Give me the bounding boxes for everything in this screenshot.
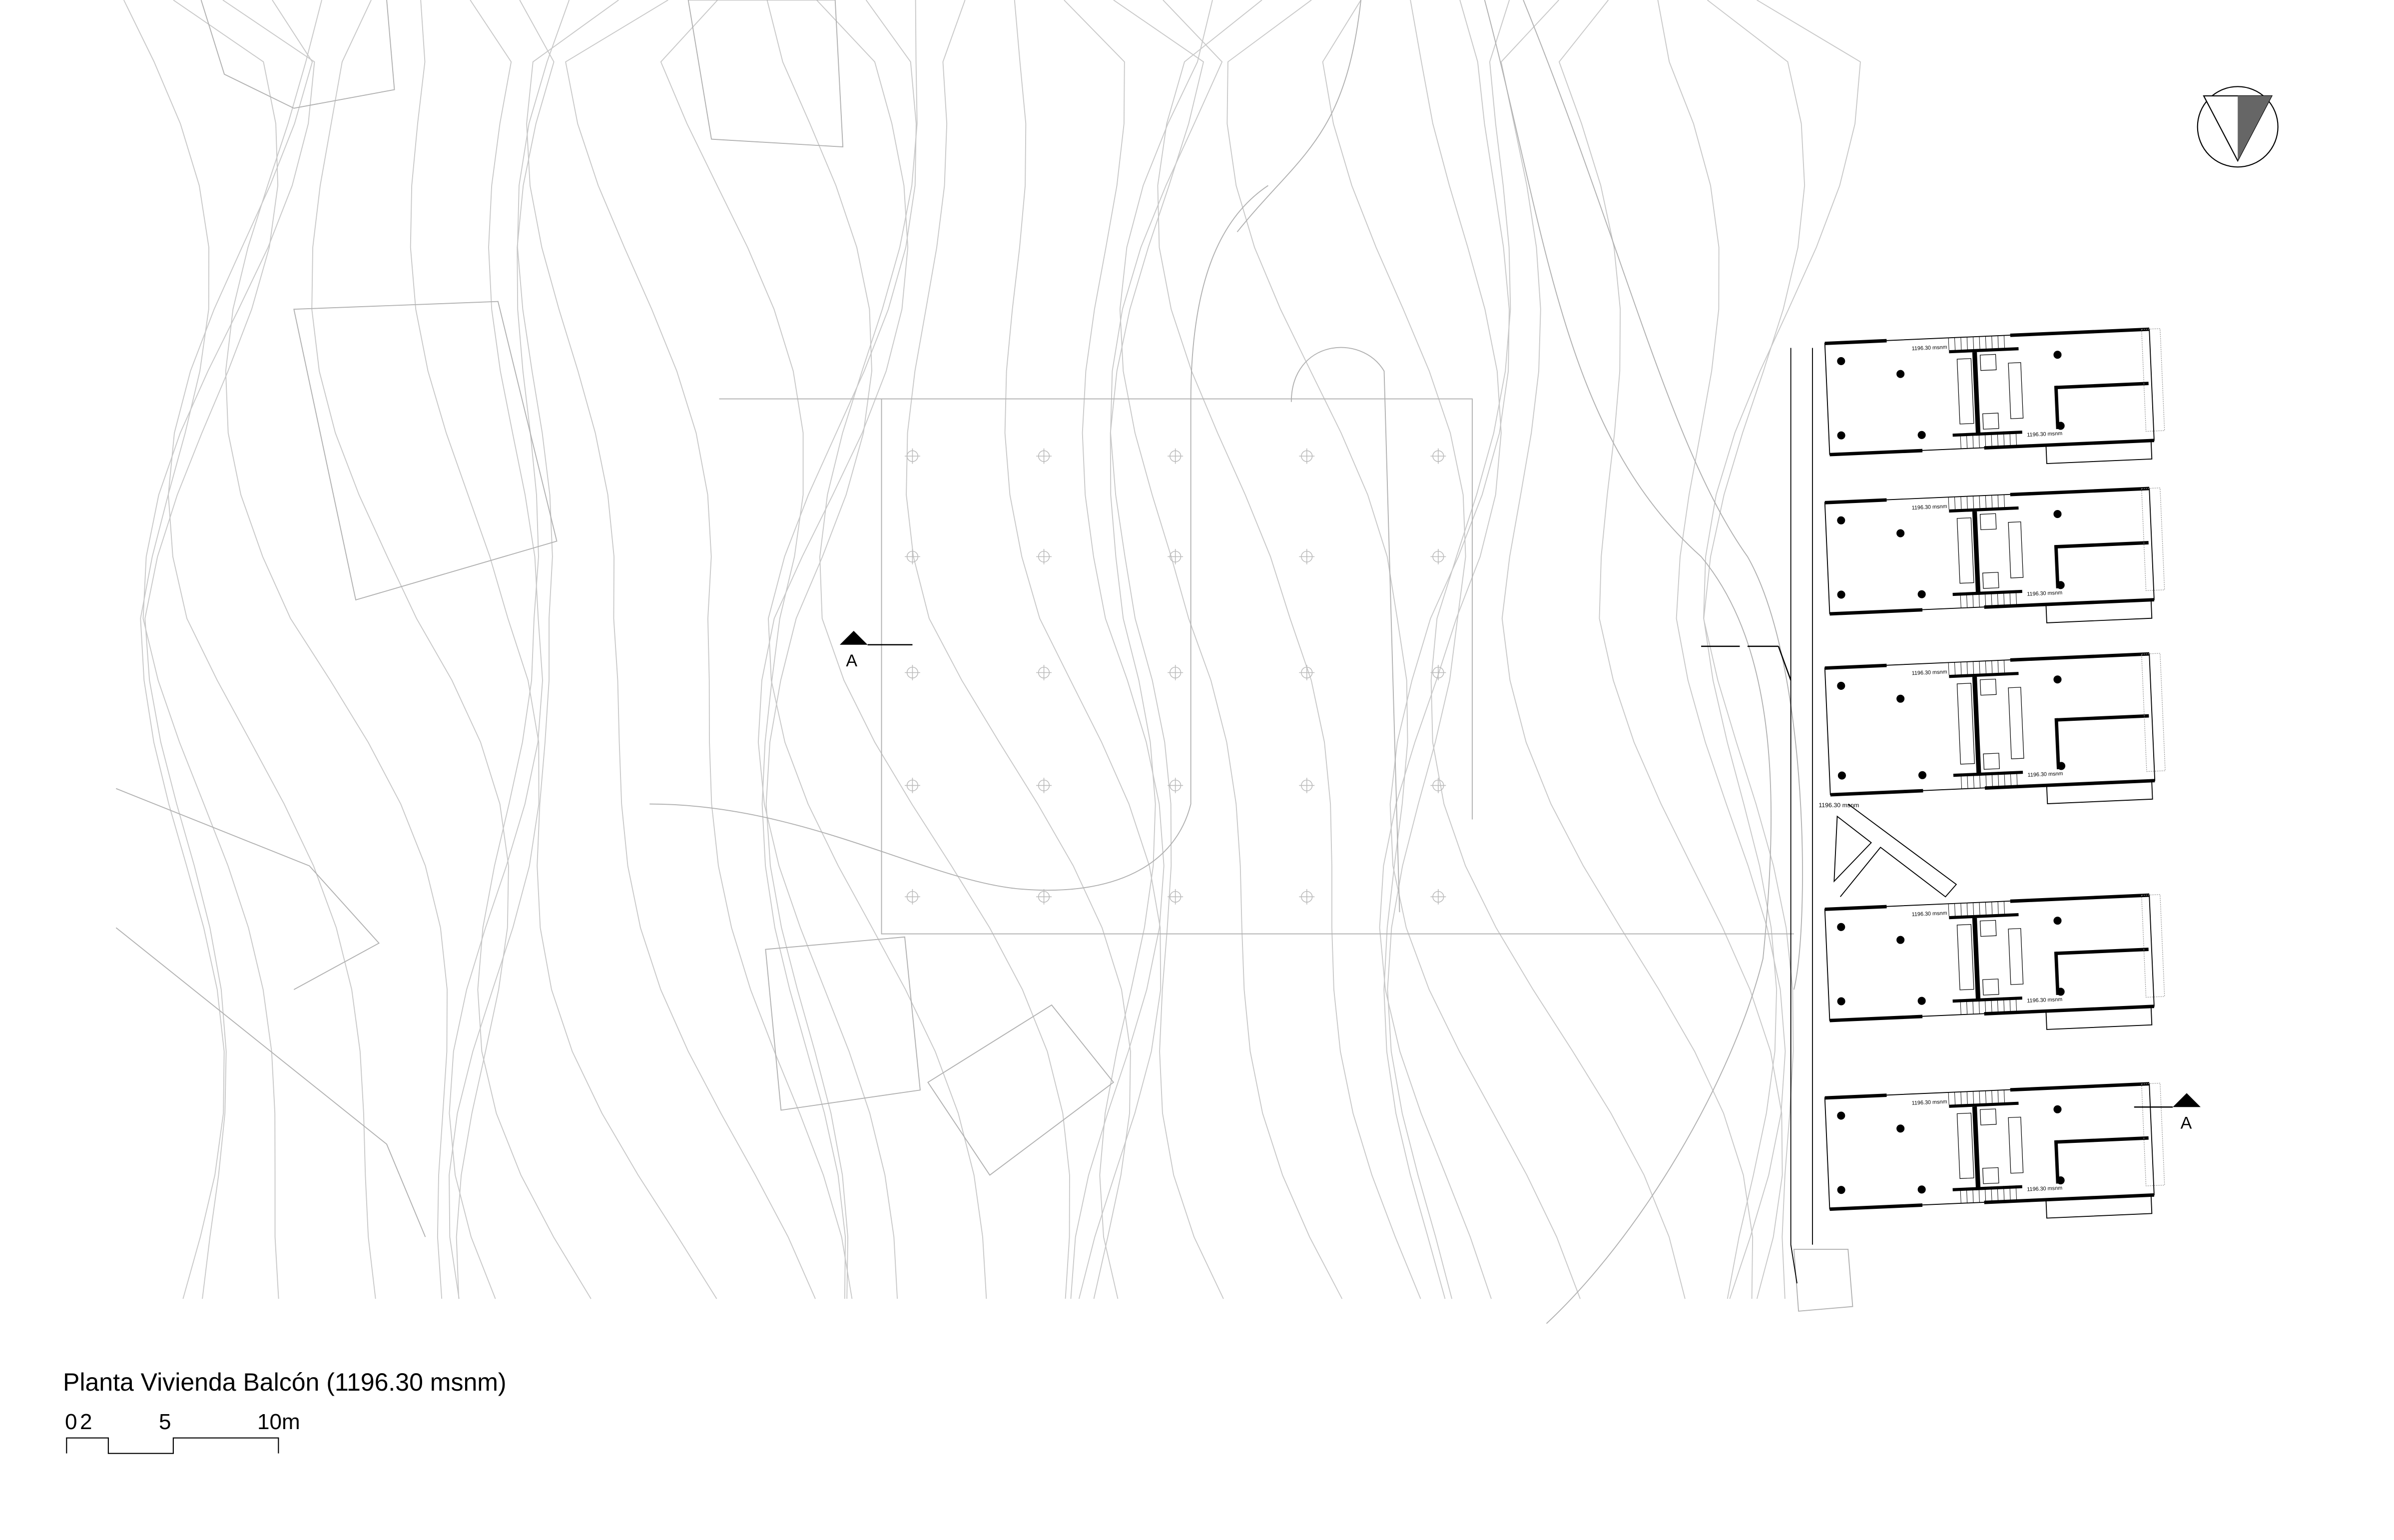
column-marker <box>1299 889 1315 905</box>
stair-level-label: 1196.30 msnm <box>1818 802 1859 809</box>
contour-line <box>1064 0 1165 1299</box>
column-marker <box>1430 665 1446 680</box>
level-label: 1196.30 msnm <box>1911 910 1947 918</box>
housing-unit: 1196.30 msnm 1196.30 msnm <box>1824 652 2166 804</box>
column-marker <box>1430 448 1446 464</box>
contour-line <box>1322 0 1466 1299</box>
column-marker <box>1168 665 1184 680</box>
column-marker <box>1299 448 1315 464</box>
level-label: 1196.30 msnm <box>2027 1185 2062 1192</box>
level-label: 1196.30 msnm <box>2027 997 2062 1004</box>
column-marker <box>1299 665 1315 680</box>
column-marker <box>1036 448 1052 464</box>
contour-line <box>123 0 225 1299</box>
contour-line <box>1657 0 1786 1299</box>
section-label: A <box>2181 1114 2192 1133</box>
contour-line <box>144 0 279 1299</box>
contour-line <box>168 0 376 1299</box>
column-marker <box>1430 777 1446 793</box>
scale-label-10m: 10m <box>257 1410 300 1434</box>
column-marker <box>1168 777 1184 793</box>
contour-line <box>142 0 315 1299</box>
housing-unit: 1196.30 msnm 1196.30 msnm <box>1824 893 2165 1030</box>
column-marker <box>1168 889 1184 905</box>
contour-line <box>311 0 509 1299</box>
column-marker <box>904 548 920 564</box>
contour-line <box>819 0 1070 1299</box>
topographic-contours <box>123 0 1861 1299</box>
column-marker <box>1036 889 1052 905</box>
contour-line <box>906 0 1131 1299</box>
level-label: 1196.30 msnm <box>1911 669 1947 676</box>
contour-line <box>410 0 540 1299</box>
grid-columns <box>904 448 1446 905</box>
column-marker <box>904 448 920 464</box>
level-label: 1196.30 msnm <box>2027 590 2062 597</box>
level-label: 1196.30 msnm <box>1911 344 1947 352</box>
contour-line <box>517 0 717 1299</box>
column-marker <box>904 889 920 905</box>
level-label: 1196.30 msnm <box>2027 431 2062 438</box>
contour-line <box>565 0 853 1299</box>
contour-line <box>1379 0 1502 1299</box>
contour-line <box>1430 0 1686 1299</box>
column-marker <box>1036 665 1052 680</box>
section-mark-left: A <box>839 630 913 670</box>
housing-unit: 1196.30 msnm 1196.30 msnm <box>1824 1082 2165 1219</box>
contour-line <box>768 0 987 1299</box>
contour-line <box>1110 0 1224 1299</box>
contour-line <box>1157 0 1421 1299</box>
contour-line <box>765 0 872 1299</box>
level-label: 1196.30 msnm <box>2027 771 2063 778</box>
housing-unit: 1196.30 msnm 1196.30 msnm <box>1824 327 2165 465</box>
section-label: A <box>846 651 857 670</box>
scale-label-5: 5 <box>159 1410 171 1434</box>
contour-line <box>526 0 816 1299</box>
contour-line <box>1703 0 1861 1299</box>
column-marker <box>1299 548 1315 564</box>
scale-label-2: 2 <box>80 1410 92 1434</box>
contour-line <box>1389 0 1581 1299</box>
contour-line <box>1119 0 1343 1299</box>
section-mark-right: A <box>2134 1093 2201 1133</box>
level-label: 1196.30 msnm <box>1911 1099 1947 1106</box>
contour-line <box>1558 0 1783 1299</box>
contour-line <box>1004 0 1162 1299</box>
contour-line <box>477 0 592 1299</box>
column-marker <box>904 777 920 793</box>
column-marker <box>1430 548 1446 564</box>
column-marker <box>1299 777 1315 793</box>
housing-unit: 1196.30 msnm 1196.30 msnm <box>1824 487 2165 623</box>
column-marker <box>904 665 920 680</box>
shared-stair: 1196.30 msnm <box>1818 802 1957 898</box>
section-arrow-icon <box>839 630 868 645</box>
column-marker <box>1168 548 1184 564</box>
contour-line <box>225 0 448 1299</box>
column-marker <box>1036 777 1052 793</box>
contour-line <box>1703 0 1805 1299</box>
scale-bar <box>66 1437 279 1454</box>
contour-line <box>660 0 846 1299</box>
contour-line <box>1226 0 1446 1299</box>
contour-line <box>1500 0 1754 1299</box>
column-marker <box>1168 448 1184 464</box>
site-elements <box>115 0 1853 1324</box>
scale-label-0: 0 <box>65 1410 77 1434</box>
column-marker <box>1036 548 1052 564</box>
column-marker <box>1430 889 1446 905</box>
corridor <box>1701 348 1813 1284</box>
level-label: 1196.30 msnm <box>1911 504 1947 511</box>
contour-line <box>449 0 543 1299</box>
section-arrow-icon <box>2173 1093 2201 1107</box>
north-arrow-icon <box>2197 86 2279 168</box>
drawing-title: Planta Vivienda Balcón (1196.30 msnm) <box>63 1368 507 1396</box>
